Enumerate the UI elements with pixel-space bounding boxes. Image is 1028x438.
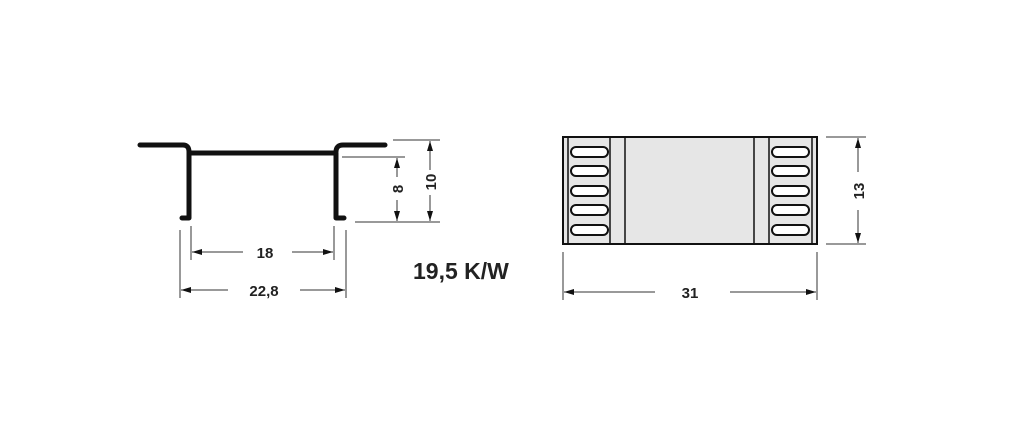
dimension-inner-width: 18 xyxy=(192,245,333,262)
profile-view: 8 10 18 22,8 xyxy=(137,139,440,300)
thermal-resistance-label: 19,5 K/W xyxy=(413,258,509,284)
right-slots xyxy=(771,146,810,236)
top-view: 13 31 xyxy=(562,136,868,302)
dim-8-label: 8 xyxy=(390,185,407,193)
dimension-width-13: 13 xyxy=(851,138,868,243)
dimension-leg-height: 8 xyxy=(390,158,407,221)
heatsink-profile xyxy=(137,142,388,221)
dimension-length-31: 31 xyxy=(564,285,816,302)
dim-18-label: 18 xyxy=(257,245,274,262)
dim-31-label: 31 xyxy=(682,285,699,302)
dim-13-label: 13 xyxy=(851,183,868,200)
dimension-total-height: 10 xyxy=(423,141,440,221)
dim-22-8-label: 22,8 xyxy=(249,283,278,300)
dimension-outer-width: 22,8 xyxy=(181,283,345,300)
dim-10-label: 10 xyxy=(423,174,440,191)
left-slots xyxy=(570,146,609,236)
